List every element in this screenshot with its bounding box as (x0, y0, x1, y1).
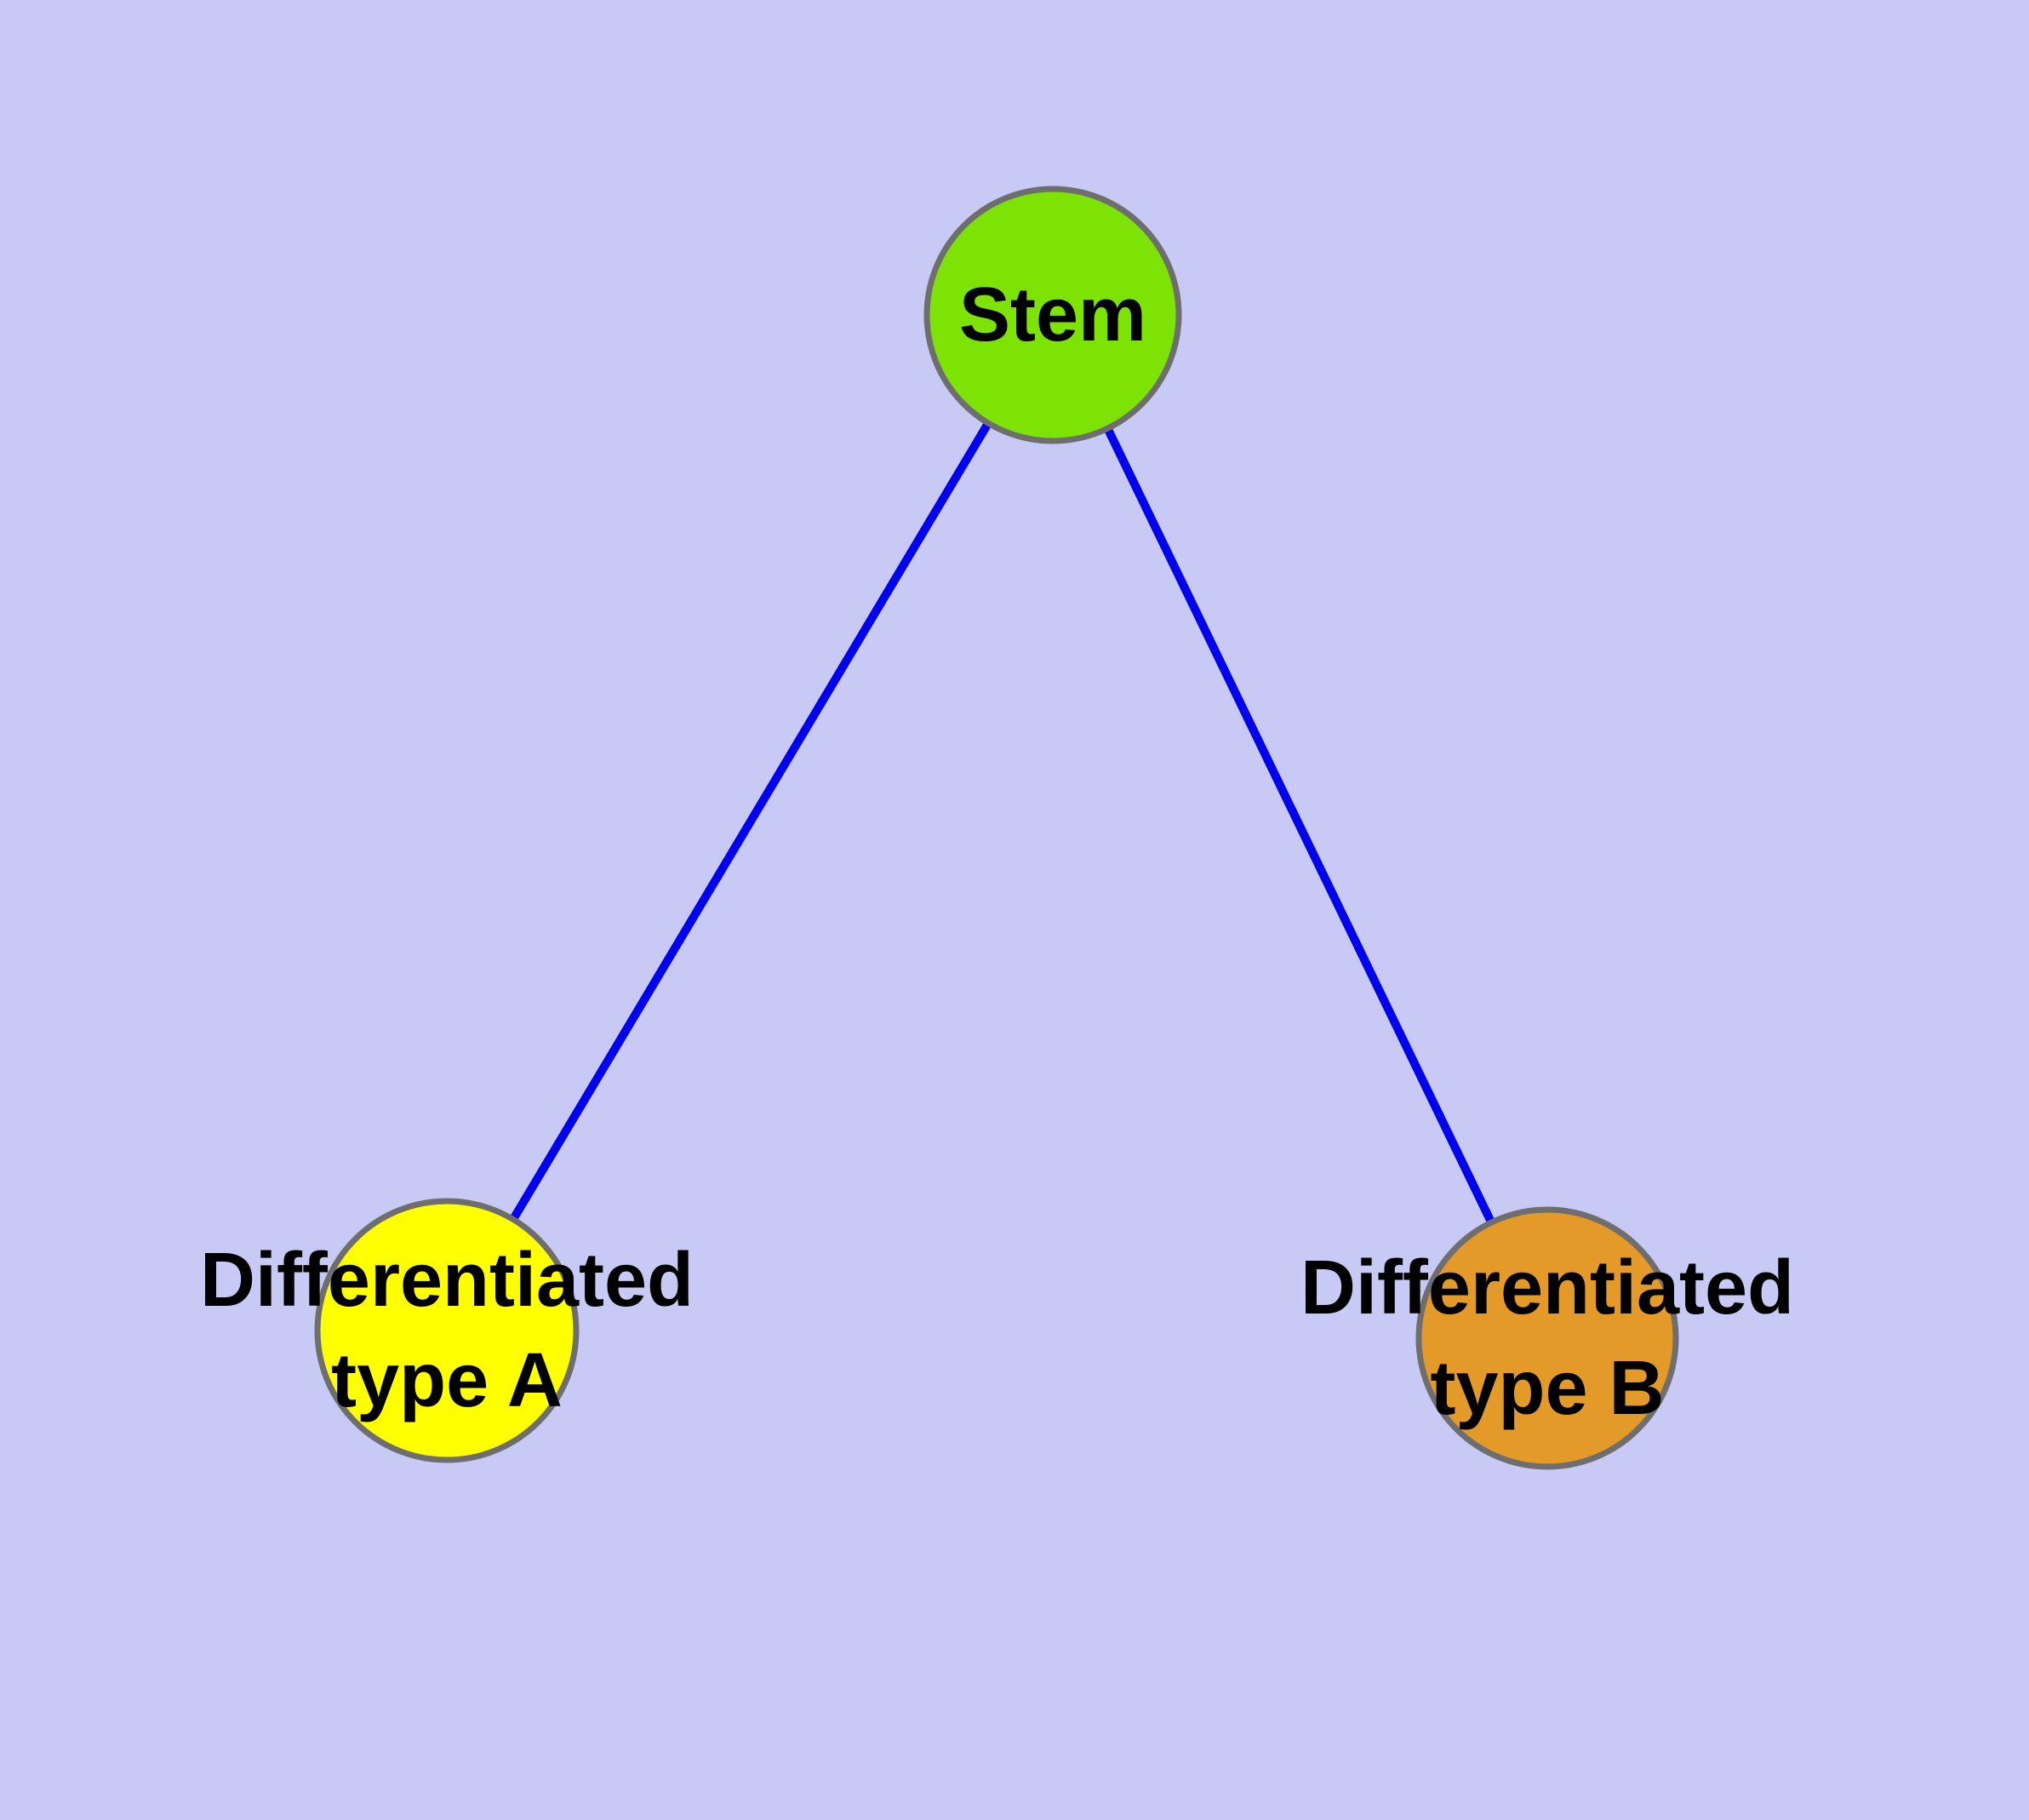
node-circle-typeA (314, 1198, 580, 1463)
node-label-line: Differentiated (1300, 1245, 1794, 1331)
node-label-line: type B (1430, 1346, 1664, 1431)
node-label-typeA: Differentiated type A (200, 1238, 694, 1423)
node-label-typeB: Differentiated type B (1300, 1245, 1794, 1431)
edges-layer (443, 312, 1552, 1341)
node-label-stem: Stem (959, 272, 1146, 358)
node-label-line: Stem (959, 272, 1146, 358)
node-label-line: type A (331, 1338, 563, 1423)
edge-stem-typeA (443, 312, 1057, 1333)
node-circle-typeB (1415, 1206, 1679, 1470)
nodes-layer (314, 186, 1679, 1470)
node-label-line: Differentiated (200, 1238, 694, 1323)
edge-stem-typeB (1049, 312, 1552, 1341)
node-circle-stem (923, 186, 1182, 444)
